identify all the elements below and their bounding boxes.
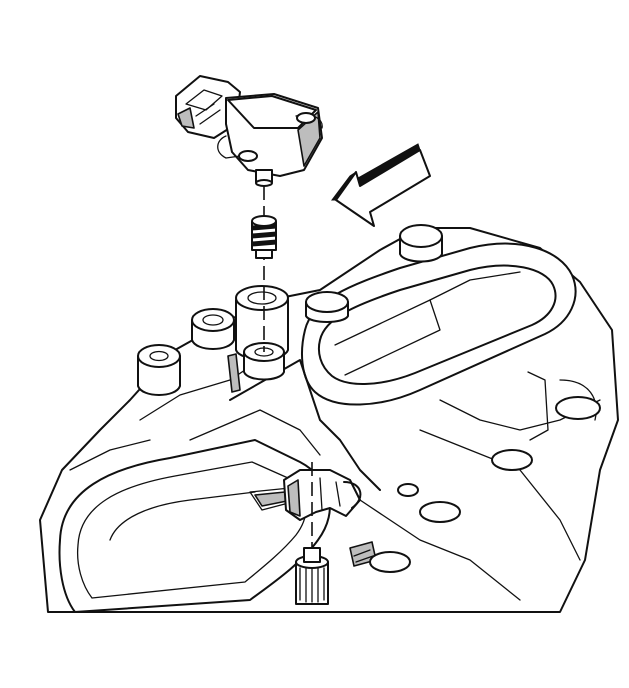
runner-ring-inner bbox=[317, 264, 557, 385]
manifold-spine-edge bbox=[189, 409, 321, 456]
port-tower-top bbox=[235, 285, 289, 311]
arrow-shadow-tip bbox=[331, 171, 357, 201]
boss-left-2-hole bbox=[149, 350, 169, 362]
fitting-clip bbox=[343, 481, 362, 509]
fitting-bracket bbox=[283, 469, 361, 521]
pad-right-3 bbox=[369, 551, 411, 573]
boss-left-1-top bbox=[191, 308, 235, 332]
connector-latch bbox=[185, 89, 223, 111]
seal-ring-2 bbox=[251, 231, 277, 239]
arrow-outline bbox=[335, 149, 431, 227]
plenum-opening bbox=[58, 439, 331, 613]
sensor-port-area bbox=[137, 224, 601, 573]
fitting-stem-tip bbox=[303, 547, 321, 563]
pad-right-small bbox=[397, 483, 419, 497]
right-edge-notch bbox=[527, 371, 549, 441]
boss-left-2-top bbox=[137, 344, 181, 368]
boss-left-1-hole bbox=[202, 314, 224, 326]
port-tower-bore bbox=[247, 291, 277, 305]
map-sensor bbox=[175, 75, 323, 187]
runner-ring-rib bbox=[429, 271, 521, 301]
sensor-mount-hole-right bbox=[296, 112, 316, 124]
hatch-lines bbox=[353, 549, 374, 563]
boss-mid-top bbox=[305, 291, 349, 313]
plenum-inner-lip bbox=[109, 491, 256, 541]
pad-right-2 bbox=[419, 501, 461, 523]
plenum-inner-rim bbox=[76, 461, 307, 599]
sensor-seal bbox=[251, 215, 277, 259]
runner-ring-divider bbox=[334, 299, 441, 376]
body-contour-left bbox=[69, 439, 151, 471]
pad-right-1 bbox=[491, 449, 533, 471]
fitting-stem-ribs bbox=[299, 567, 325, 603]
body-contour-right-3 bbox=[359, 499, 521, 601]
sensor-mount-hole-left bbox=[238, 150, 258, 162]
lower-fitting bbox=[283, 469, 362, 605]
fitting-bracket-shadow bbox=[287, 479, 301, 517]
vent-fin bbox=[227, 353, 241, 393]
connector-shade bbox=[177, 107, 195, 129]
sensor-mount-tab-left bbox=[217, 135, 241, 159]
seal-ring-3 bbox=[251, 239, 277, 247]
pad-right-edge bbox=[555, 396, 601, 420]
arrow-shadow bbox=[355, 143, 421, 187]
front-direction-arrow bbox=[331, 143, 431, 227]
seal-neck bbox=[255, 249, 273, 259]
fitting-bracket-rib bbox=[319, 477, 341, 511]
sensor-nipple-tip bbox=[255, 179, 273, 187]
seal-top bbox=[251, 215, 277, 227]
intake-manifold bbox=[39, 227, 619, 613]
boss-upper-top bbox=[399, 224, 443, 248]
manifold-spine bbox=[229, 359, 381, 491]
connector-ribs bbox=[195, 103, 221, 125]
